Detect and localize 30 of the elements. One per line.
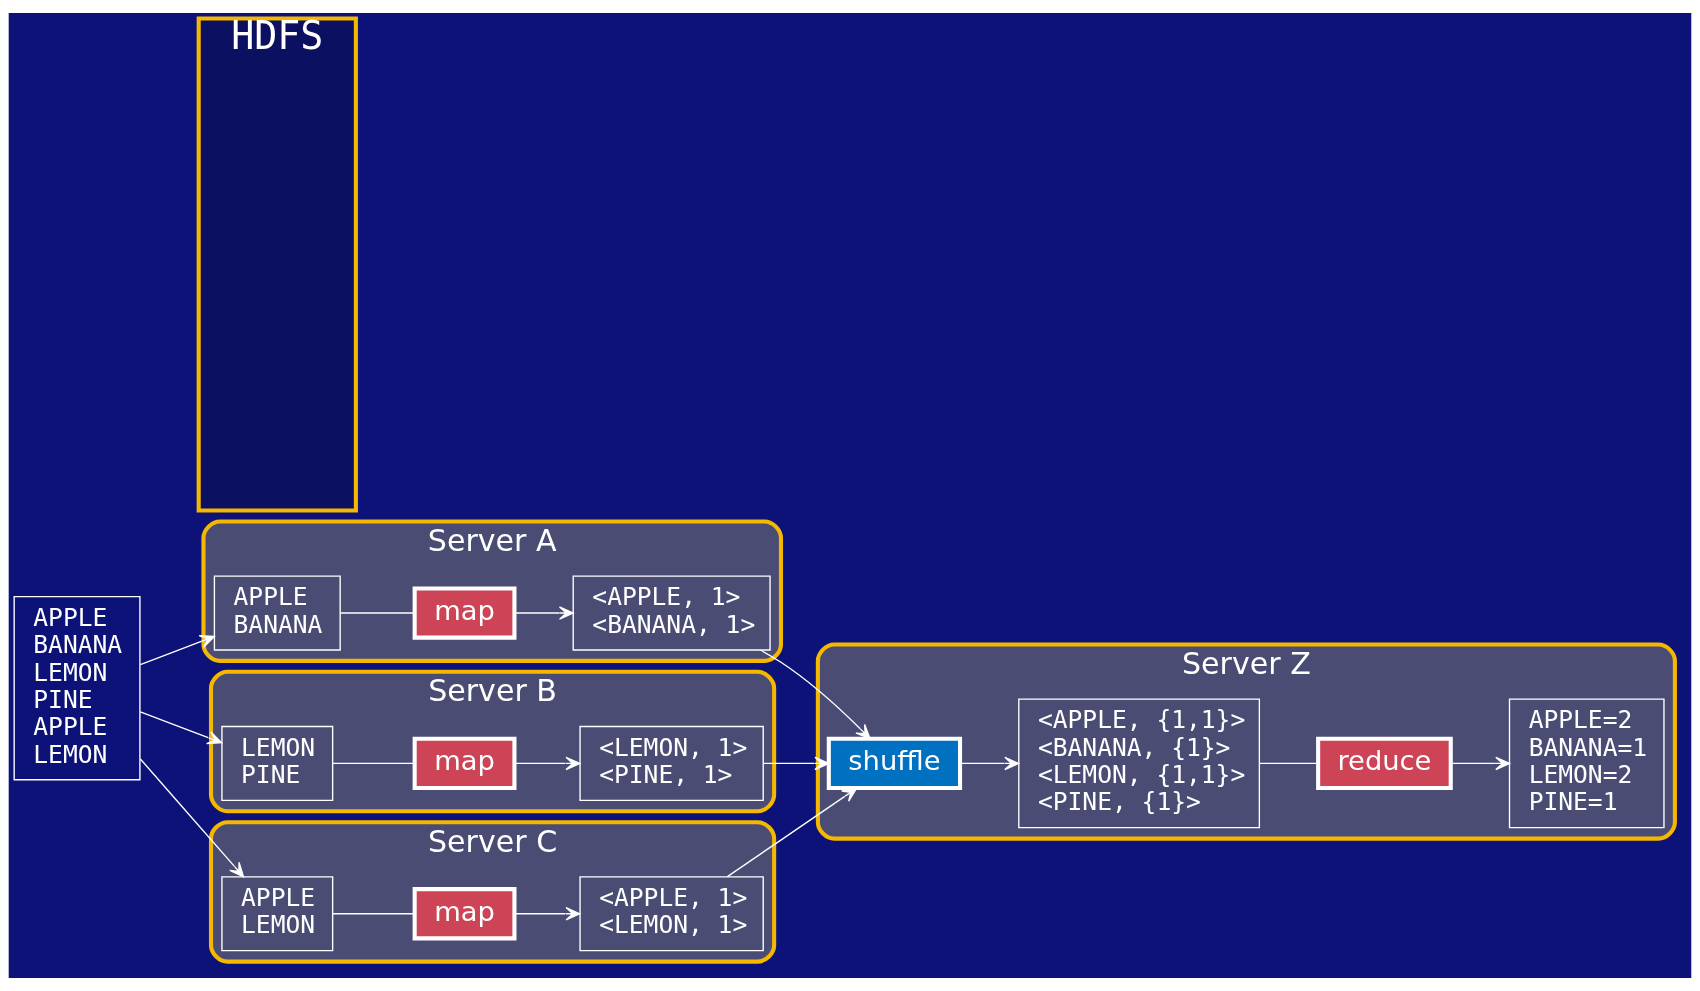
node-box: APPLE LEMON: [221, 876, 334, 952]
node-box: map: [412, 736, 517, 791]
node-box: shuffle: [826, 736, 963, 791]
arrow: [514, 906, 581, 921]
node-box: <APPLE, {1,1}> <BANANA, {1}> <LEMON, {1,1}> <PINE, {1}>: [1018, 698, 1261, 829]
node-box: <APPLE, 1> <BANANA, 1>: [572, 575, 771, 651]
node-box: LEMON PINE: [221, 725, 334, 801]
node-box: APPLE BANANA: [213, 575, 341, 651]
arrow: [1450, 756, 1511, 771]
connector: [339, 612, 416, 614]
node-box: <APPLE, 1> <LEMON, 1>: [579, 876, 764, 952]
arrow: [514, 606, 574, 620]
arrow: [139, 711, 223, 745]
node-box: map: [412, 887, 517, 941]
connector: [332, 762, 415, 765]
arrow: [726, 787, 858, 878]
arrow: [959, 756, 1020, 771]
arrow: [759, 649, 871, 740]
arrow: [139, 758, 245, 878]
connector: [1258, 762, 1319, 765]
arrow: [514, 756, 581, 771]
node-box: HDFS: [196, 16, 358, 513]
node-box: APPLE BANANA LEMON PINE APPLE LEMON: [13, 595, 141, 781]
connector: [332, 913, 415, 915]
node-box: map: [412, 586, 517, 640]
node-box: APPLE=2 BANANA=1 LEMON=2 PINE=1: [1508, 698, 1665, 829]
node-box: reduce: [1316, 736, 1453, 791]
node-box: <LEMON, 1> <PINE, 1>: [579, 725, 764, 801]
arrow: [763, 756, 830, 771]
arrow: [139, 634, 215, 666]
